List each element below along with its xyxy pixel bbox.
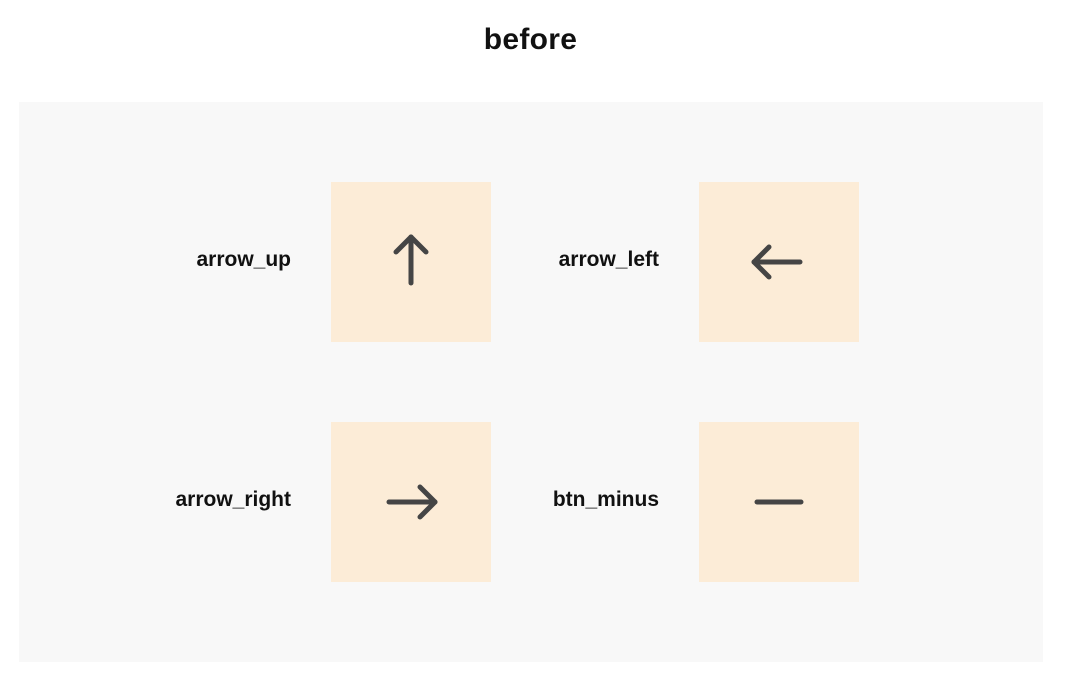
- icon-label-arrow-right: arrow_right: [175, 488, 291, 511]
- arrow-right-icon: [386, 484, 438, 520]
- minus-icon: [754, 499, 804, 505]
- icon-label-btn-minus: btn_minus: [552, 488, 659, 511]
- page-title: before: [483, 23, 578, 56]
- icon-tile-arrow-right: [331, 422, 491, 582]
- icon-tile-arrow-left: [699, 182, 859, 342]
- arrow-left-icon: [751, 244, 803, 280]
- icon-grid-panel: arrow_up arrow_left arrow_right btn_minu…: [19, 102, 1043, 662]
- icon-tile-btn-minus: [699, 422, 859, 582]
- icon-tile-arrow-up: [331, 182, 491, 342]
- arrow-up-icon: [393, 234, 429, 286]
- icon-label-arrow-up: arrow_up: [196, 248, 291, 271]
- icon-label-arrow-left: arrow_left: [558, 248, 659, 271]
